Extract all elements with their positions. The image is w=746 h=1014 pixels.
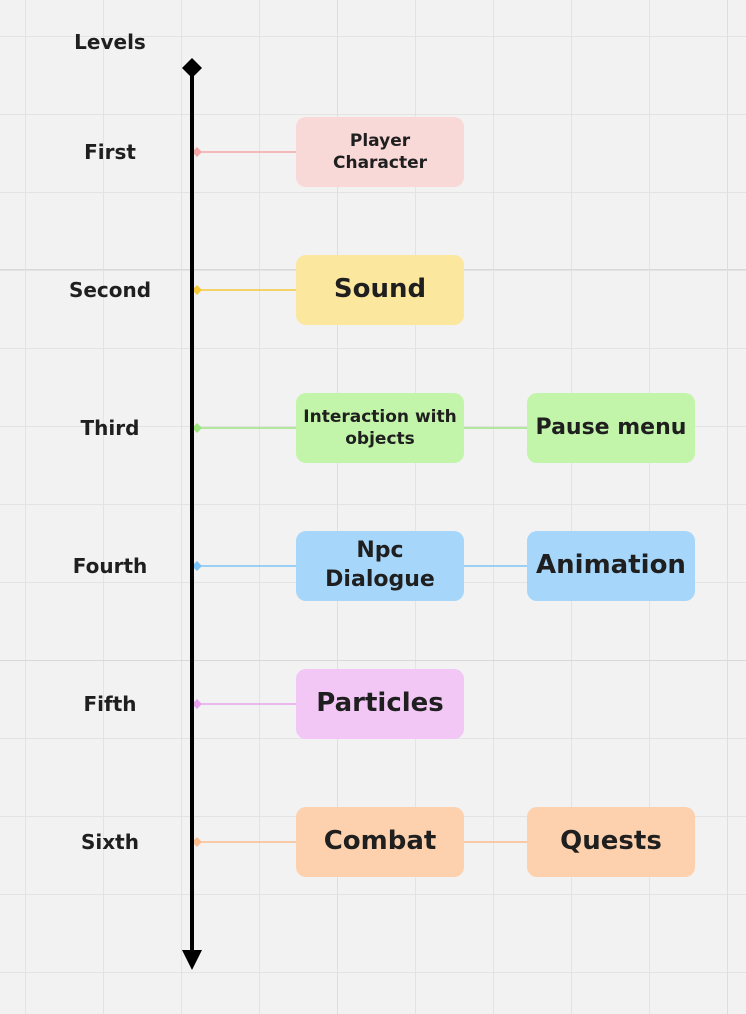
connector-node-fifth: [192, 699, 202, 709]
feature-box-sound[interactable]: Sound: [296, 255, 464, 325]
connector-node-third: [192, 423, 202, 433]
axis-start-diamond: [182, 58, 202, 78]
connector-node-fourth: [192, 561, 202, 571]
connector-node-second: [192, 285, 202, 295]
feature-box-player-character[interactable]: Player Character: [296, 117, 464, 187]
grid-divider: [0, 660, 746, 661]
feature-box-combat[interactable]: Combat: [296, 807, 464, 877]
feature-box-interaction[interactable]: Interaction with objects: [296, 393, 464, 463]
level-label-first: First: [84, 140, 136, 164]
axis-title: Levels: [74, 30, 146, 54]
level-label-third: Third: [80, 416, 140, 440]
feature-box-quests[interactable]: Quests: [527, 807, 695, 877]
feature-box-animation[interactable]: Animation: [527, 531, 695, 601]
level-label-fifth: Fifth: [83, 692, 137, 716]
level-label-sixth: Sixth: [81, 830, 139, 854]
level-label-second: Second: [68, 278, 152, 302]
feature-box-particles[interactable]: Particles: [296, 669, 464, 739]
connector-node-first: [192, 147, 202, 157]
grid-divider: [337, 0, 338, 1014]
level-label-fourth: Fourth: [72, 554, 148, 578]
feature-box-pause-menu[interactable]: Pause menu: [527, 393, 695, 463]
grid-divider: [727, 0, 728, 1014]
connector-node-sixth: [192, 837, 202, 847]
axis-arrowhead: [182, 950, 202, 970]
feature-box-npc-dialogue[interactable]: Npc Dialogue: [296, 531, 464, 601]
